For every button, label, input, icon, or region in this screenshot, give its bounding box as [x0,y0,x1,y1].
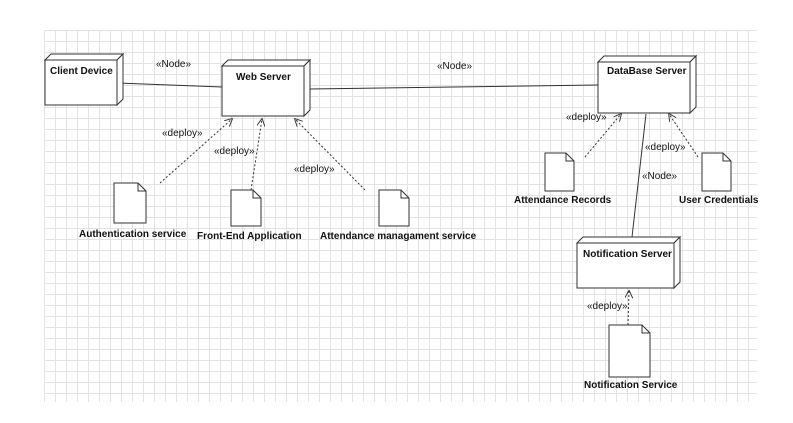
deploy-dependency-credentials [669,114,699,158]
deploy-stereotype-label: «deploy» [645,142,686,153]
node-stereotype-label: «Node» [642,171,677,182]
deploy-dependency-notification [628,291,629,326]
deploy-stereotype-label: «deploy» [162,128,203,139]
artifact-label: Attendance managament service [320,231,477,242]
node-stereotype-label: «Node» [437,61,472,72]
node-stereotype-label: «Node» [156,59,191,70]
artifact-front-end-application[interactable]: Front-End Application [197,189,302,242]
deploy-dependency-attendance [295,119,366,191]
node-web-server[interactable]: Web Server [220,58,312,118]
deploy-stereotype-label: «deploy» [214,146,255,157]
artifact-label: Attendance Records [514,195,612,206]
node-label: Notification Server [583,249,672,260]
artifact-label: Authentication service [79,229,187,240]
artifact-attendance-management-service[interactable]: Attendance managament service [320,189,477,242]
artifact-label: Front-End Application [197,231,302,242]
artifact-label: Notification Service [584,380,678,391]
node-database-server[interactable]: DataBase Server [596,54,698,115]
deploy-dependency-records [584,114,621,158]
artifact-notification-service[interactable]: Notification Service [584,324,678,391]
deploy-dependency-auth [159,119,232,184]
link-db-notif [631,113,647,238]
deploy-stereotype-label: «deploy» [566,112,607,123]
deploy-stereotype-label: «deploy» [587,301,628,312]
node-client-device[interactable]: Client Device [43,52,125,107]
node-label: Web Server [236,72,291,83]
node-label: Client Device [50,66,113,77]
artifact-attendance-records[interactable]: Attendance Records [514,152,612,206]
node-notification-server[interactable]: Notification Server [575,235,682,290]
node-label: DataBase Server [607,66,687,77]
artifact-label: User Credentials [679,195,759,206]
deploy-stereotype-label: «deploy» [294,164,335,175]
artifact-user-credentials[interactable]: User Credentials [679,152,759,206]
link-client-web [116,82,223,88]
link-web-db [309,84,599,90]
artifact-authentication-service[interactable]: Authentication service [79,182,187,240]
